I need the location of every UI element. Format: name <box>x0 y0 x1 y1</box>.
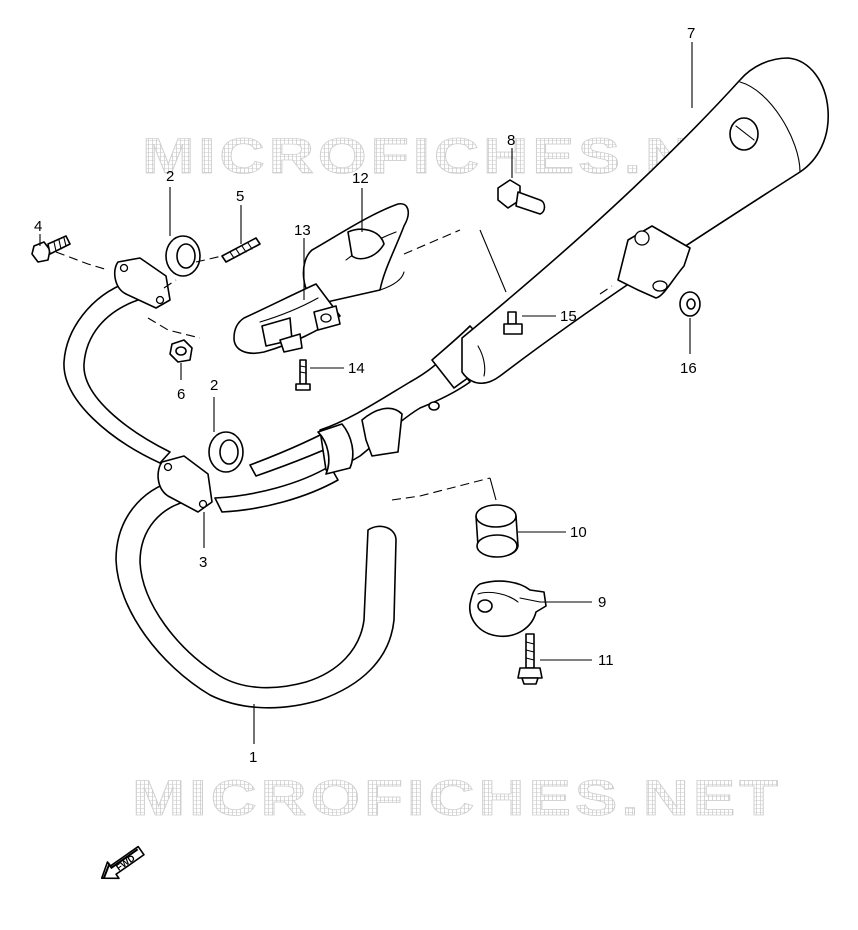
callout-10: 10 <box>570 524 587 541</box>
bolt-15 <box>503 311 523 335</box>
lower-flange <box>157 455 213 513</box>
leader-lines <box>39 42 693 744</box>
callout-6: 6 <box>177 386 185 403</box>
muffler <box>461 57 829 384</box>
bolt-8 <box>497 179 546 215</box>
callout-11: 11 <box>598 652 614 669</box>
clamp-9 <box>469 580 547 637</box>
callout-4: 4 <box>34 218 42 235</box>
sleeve-10 <box>475 504 519 558</box>
callout-13: 13 <box>294 222 311 239</box>
callout-15: 15 <box>560 308 577 325</box>
bolt-4 <box>31 235 71 263</box>
nut-6 <box>169 339 193 363</box>
callout-14: 14 <box>348 360 365 377</box>
watermark-bottom: MICROFICHES.NET <box>132 770 782 826</box>
stud-5 <box>221 237 261 263</box>
callout-9: 9 <box>598 594 606 611</box>
callout-8: 8 <box>507 132 515 149</box>
gasket-lower <box>208 431 244 473</box>
washer-16 <box>679 291 701 317</box>
muffler-bracket <box>617 225 691 299</box>
heat-shield-13 <box>233 283 341 354</box>
bolt-11 <box>517 633 543 685</box>
screw-14 <box>295 359 311 391</box>
upper-flange <box>113 257 171 309</box>
callout-3: 3 <box>199 554 207 571</box>
callout-5: 5 <box>236 188 244 205</box>
callout-1: 1 <box>249 749 257 766</box>
assembly-lines <box>55 229 613 501</box>
callout-16: 16 <box>680 360 697 377</box>
callouts: 1 2 2 3 4 5 6 7 8 9 10 11 12 13 14 15 16 <box>34 25 697 766</box>
callout-12: 12 <box>352 170 369 187</box>
gasket-upper <box>165 235 201 277</box>
callout-7: 7 <box>687 25 695 42</box>
fwd-arrow-icon: FWD <box>100 845 145 880</box>
callout-2b: 2 <box>210 377 218 394</box>
callout-2a: 2 <box>166 168 174 185</box>
